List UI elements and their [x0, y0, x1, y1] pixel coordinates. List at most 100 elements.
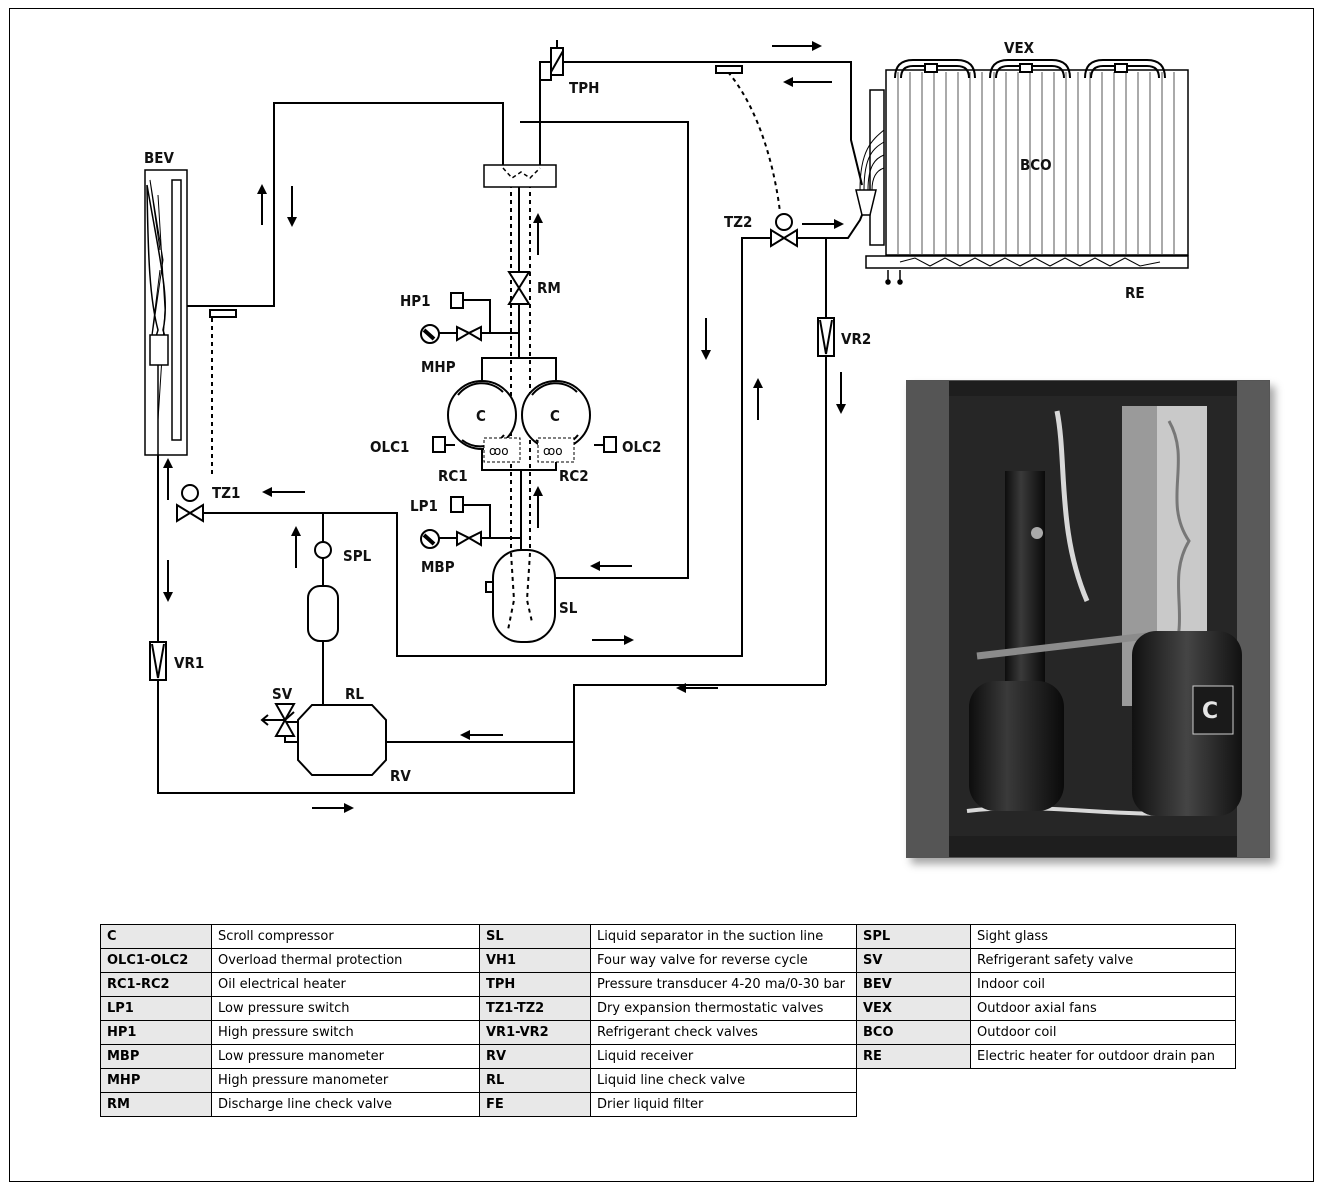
label-lp1: LP1	[410, 497, 438, 515]
compressor-icons: ꝏo ꝏo	[432, 380, 617, 463]
svg-text:C: C	[1202, 699, 1218, 724]
legend-description: Sight glass	[970, 924, 1236, 949]
legend-description: Liquid receiver	[590, 1044, 857, 1069]
label-rl: RL	[345, 685, 364, 703]
label-vr2: VR2	[841, 330, 871, 348]
label-rv: RV	[390, 767, 411, 785]
label-tph: TPH	[569, 79, 599, 97]
legend-code: RE	[856, 1044, 971, 1069]
legend-code: SL	[479, 924, 591, 949]
legend-code: SPL	[856, 924, 971, 949]
spl-sight-glass	[314, 541, 332, 559]
unit-interior-photo: C	[906, 380, 1270, 858]
legend-description: Liquid separator in the suction line	[590, 924, 857, 949]
legend-code: TPH	[479, 972, 591, 997]
rv-receiver	[297, 704, 387, 776]
tz2-bulb	[715, 65, 743, 74]
sv-valve	[260, 703, 296, 737]
legend-description: Low pressure manometer	[211, 1044, 480, 1069]
figure-frame	[9, 8, 1314, 1182]
tph-sensor	[540, 40, 564, 81]
legend-code: TZ1-TZ2	[479, 996, 591, 1021]
component-labels: BEV TPH VEX BCO RE TZ2 VR2 RM HP1 MHP C …	[144, 39, 1145, 785]
legend-code: SV	[856, 948, 971, 973]
sensor-lines	[211, 71, 781, 630]
legend-code: HP1	[100, 1020, 212, 1045]
legend-code: FE	[479, 1092, 591, 1117]
legend-description: Outdoor coil	[970, 1020, 1236, 1045]
label-re: RE	[1125, 284, 1145, 302]
pipes	[157, 61, 865, 794]
legend-description: Dry expansion thermostatic valves	[590, 996, 857, 1021]
outdoor-coil	[855, 59, 1189, 285]
label-c2: C	[550, 407, 560, 425]
legend-empty	[971, 1093, 1236, 1117]
lp1-switch	[450, 496, 464, 513]
label-c1: C	[476, 407, 486, 425]
legend-code: VH1	[479, 948, 591, 973]
label-olc1: OLC1	[370, 438, 409, 456]
coil-fins	[897, 72, 1175, 254]
legend-code: RM	[100, 1092, 212, 1117]
mbp-manometer-icon	[420, 529, 482, 549]
rm-valve	[507, 271, 531, 305]
svg-text:ꝏo: ꝏo	[489, 444, 509, 458]
legend-empty	[971, 1069, 1236, 1093]
outdoor-fan-icons	[894, 59, 1166, 79]
legend-description: Oil electrical heater	[211, 972, 480, 997]
legend-description: High pressure manometer	[211, 1068, 480, 1093]
legend-description: High pressure switch	[211, 1020, 480, 1045]
vr2-valve	[817, 317, 835, 357]
legend-description: Liquid line check valve	[590, 1068, 857, 1093]
legend-description: Drier liquid filter	[590, 1092, 857, 1117]
legend-code: OLC1-OLC2	[100, 948, 212, 973]
refrigerant-circuit-diagram: ꝏo ꝏo	[144, 39, 1189, 813]
legend-description: Low pressure switch	[211, 996, 480, 1021]
legend-code: C	[100, 924, 212, 949]
legend-code: MHP	[100, 1068, 212, 1093]
sl-separator	[485, 549, 556, 643]
tz2-valve	[770, 213, 798, 248]
label-hp1: HP1	[400, 292, 431, 310]
label-mhp: MHP	[421, 358, 456, 376]
legend-description: Overload thermal protection	[211, 948, 480, 973]
legend-code: LP1	[100, 996, 212, 1021]
legend-code: BEV	[856, 972, 971, 997]
tz1-bulb	[209, 309, 237, 318]
label-tz1: TZ1	[212, 484, 240, 502]
legend-code: VR1-VR2	[479, 1020, 591, 1045]
legend-code: BCO	[856, 1020, 971, 1045]
legend-description: Discharge line check valve	[211, 1092, 480, 1117]
label-bev: BEV	[144, 149, 175, 167]
hp1-switch	[450, 292, 464, 309]
tz1-valve	[176, 484, 204, 523]
label-spl: SPL	[343, 547, 372, 565]
label-rc1: RC1	[438, 467, 468, 485]
legend-empty	[857, 1069, 971, 1093]
legend-empty	[857, 1093, 971, 1117]
label-rc2: RC2	[559, 467, 589, 485]
label-olc2: OLC2	[622, 438, 661, 456]
legend-description: Four way valve for reverse cycle	[590, 948, 857, 973]
label-vex: VEX	[1004, 39, 1035, 57]
legend-description: Outdoor axial fans	[970, 996, 1236, 1021]
label-sl: SL	[559, 599, 578, 617]
legend-description: Scroll compressor	[211, 924, 480, 949]
label-bco: BCO	[1020, 156, 1052, 174]
legend-description: Electric heater for outdoor drain pan	[970, 1044, 1236, 1069]
legend-description: Indoor coil	[970, 972, 1236, 997]
fe-drier-filter	[307, 585, 339, 642]
legend-code: VEX	[856, 996, 971, 1021]
label-rm: RM	[537, 279, 561, 297]
indoor-coil	[144, 169, 188, 456]
legend-code: RL	[479, 1068, 591, 1093]
label-mbp: MBP	[421, 558, 455, 576]
